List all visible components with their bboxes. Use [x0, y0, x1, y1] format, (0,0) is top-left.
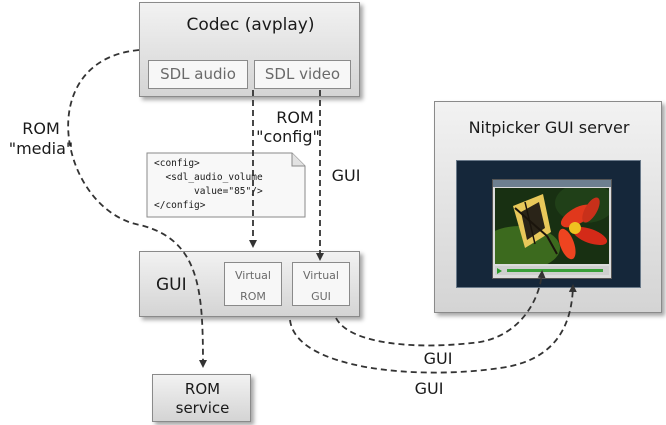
sdl-video-box: SDL video	[254, 60, 351, 89]
rom-service-line2: service	[175, 399, 230, 417]
gui-to-nitpicker-arrow	[289, 284, 577, 374]
codec-box: Codec (avplay) SDL audio SDL video	[139, 2, 360, 97]
screen	[456, 160, 641, 288]
config-line-2: <sdl_audio_volume	[154, 172, 263, 183]
config-line-4: </config>	[154, 200, 206, 211]
rom-media-arrow	[67, 49, 207, 368]
config-document-shape	[146, 152, 306, 218]
rom-config-label-1: ROM	[276, 108, 314, 127]
rom-media-label-1: ROM	[22, 119, 60, 138]
gui-vertical-label: GUI	[331, 166, 361, 185]
rom-service-line1: ROM	[184, 380, 221, 398]
nitpicker-box: Nitpicker GUI server	[434, 101, 662, 313]
codec-title: Codec (avplay)	[186, 15, 315, 35]
config-line-3: value="85"/>	[154, 186, 263, 197]
sdl-audio-box: SDL audio	[148, 60, 248, 89]
virtual-rom-box: Virtual ROM	[224, 262, 282, 306]
video-frame	[495, 188, 609, 264]
sdl-audio-label: SDL audio	[160, 65, 236, 83]
virtual-rom-line2: ROM	[240, 290, 266, 303]
config-document: <config> <sdl_audio_volume value="85"/> …	[146, 152, 306, 218]
video-window	[492, 179, 612, 279]
seek-bar	[507, 269, 603, 272]
video-image	[495, 188, 609, 264]
virtual-gui-box: Virtual GUI	[292, 262, 350, 306]
nitpicker-title: Nitpicker GUI server	[468, 118, 630, 137]
virtual-gui-line1: Virtual	[303, 269, 339, 282]
gui-bottom-label-2: GUI	[414, 379, 444, 398]
gui-bottom-label-1: GUI	[423, 349, 453, 368]
play-icon	[497, 268, 502, 274]
virtual-gui-to-nitpicker-arrow	[335, 270, 546, 347]
config-line-1: <config>	[154, 158, 200, 169]
video-window-titlebar	[493, 180, 611, 187]
rom-config-label-2: "config"	[256, 127, 320, 146]
rom-media-label-2: "media"	[8, 139, 74, 158]
gui-box: GUI Virtual ROM Virtual GUI	[139, 251, 360, 317]
gui-title: GUI	[156, 275, 187, 295]
rom-service-box: ROM service	[152, 374, 251, 422]
video-controls	[495, 266, 609, 275]
virtual-gui-line2: GUI	[311, 290, 331, 303]
sdl-video-label: SDL video	[264, 65, 341, 83]
virtual-rom-line1: Virtual	[235, 269, 271, 282]
